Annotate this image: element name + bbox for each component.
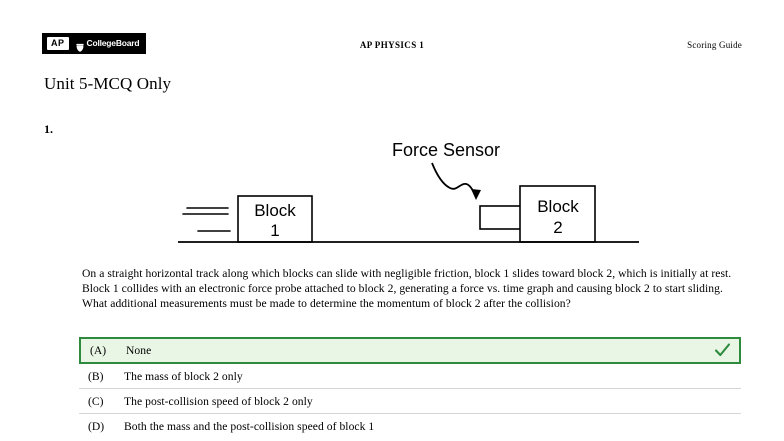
document-type-label: Scoring Guide [687,40,742,50]
choice-letter: (A) [90,344,107,357]
choice-text: The post-collision speed of block 2 only [124,394,313,408]
acorn-icon [75,39,84,52]
block-1-label-line2: 1 [270,221,279,240]
answer-choice-c[interactable]: (C) The post-collision speed of block 2 … [79,389,741,414]
arrow-head-icon [471,189,481,200]
answer-choice-d[interactable]: (D) Both the mass and the post-collision… [79,414,741,439]
block-1: Block 1 [237,195,313,243]
physics-diagram: Force Sensor Block 1 Block 2 [150,130,670,258]
choice-letter: (B) [88,369,104,383]
exam-title: AP PHYSICS 1 [359,40,425,50]
collegeboard-wordmark: CollegeBoard [86,38,140,49]
checkmark-icon [714,342,731,359]
page-header: AP CollegeBoard AP PHYSICS 1 Scoring Gui… [0,0,784,62]
block-2-label-line1: Block [537,197,579,216]
force-sensor-label: Force Sensor [392,140,500,160]
choice-text: The mass of block 2 only [124,369,243,383]
block-2-label-line2: 2 [553,218,562,237]
motion-lines [182,207,231,232]
curved-arrow-icon [431,162,476,195]
block-1-label-line1: Block [254,201,296,220]
collegeboard-logo: AP CollegeBoard [42,33,147,54]
block-2: Block 2 [519,185,596,243]
ap-logo-mark: AP [47,37,69,50]
choice-letter: (D) [88,420,105,433]
answer-choice-a[interactable]: (A) None [79,337,741,364]
answer-choice-b[interactable]: (B) The mass of block 2 only [79,364,741,389]
choice-text: Both the mass and the post-collision spe… [124,420,375,433]
question-stem: On a straight horizontal track along whi… [82,267,732,311]
question-number: 1. [44,122,53,136]
choice-letter: (C) [88,394,104,408]
answer-choices-list: (A) None (B) The mass of block 2 only (C… [79,337,741,439]
unit-title: Unit 5-MCQ Only [44,74,172,93]
choice-text: None [126,344,152,357]
force-sensor-probe [479,205,523,230]
